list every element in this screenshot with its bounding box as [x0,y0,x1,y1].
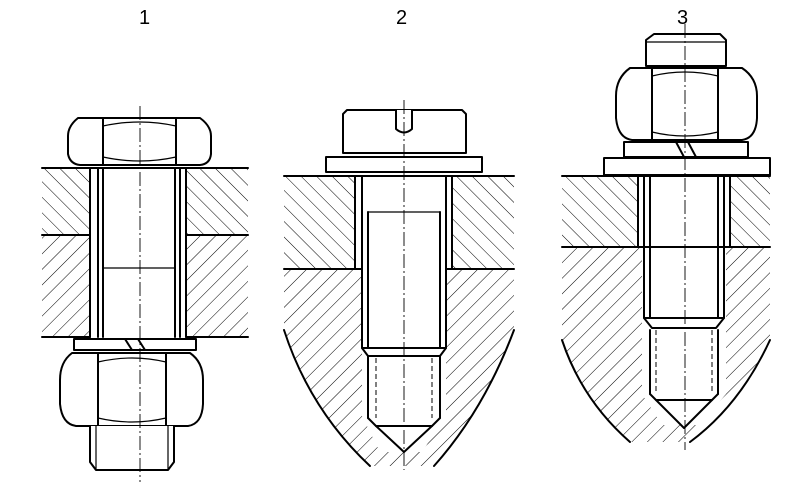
stud-top [645,33,727,67]
upper-plate-left [284,176,355,269]
figure-1-label: 1 [139,7,150,29]
bolt-shank [97,167,181,338]
bolt-end [89,426,175,471]
hex-nut [615,67,758,141]
stud-shank [643,175,725,329]
figure-1-through-bolt: 1 [41,7,249,482]
lower-plate-left [42,235,90,337]
figure-2-label: 2 [396,7,407,29]
spring-washer [73,338,197,351]
threaded-hole [649,329,719,429]
upper-plate-left [562,176,638,247]
hex-nut [59,352,204,427]
screw-head [342,109,467,154]
upper-plate-left [42,168,90,235]
upper-plate-right [186,168,248,235]
washer [603,157,771,176]
figure-3-stud-bolt: 3 [561,7,771,450]
upper-plate-right [452,176,514,269]
spring-washer [623,141,749,158]
bolt-head [67,117,212,166]
figure-3-label: 3 [677,7,688,29]
upper-plate-right [730,176,770,247]
figure-2-slotted-screw: 2 [283,7,515,470]
lower-plate-right [186,235,248,337]
